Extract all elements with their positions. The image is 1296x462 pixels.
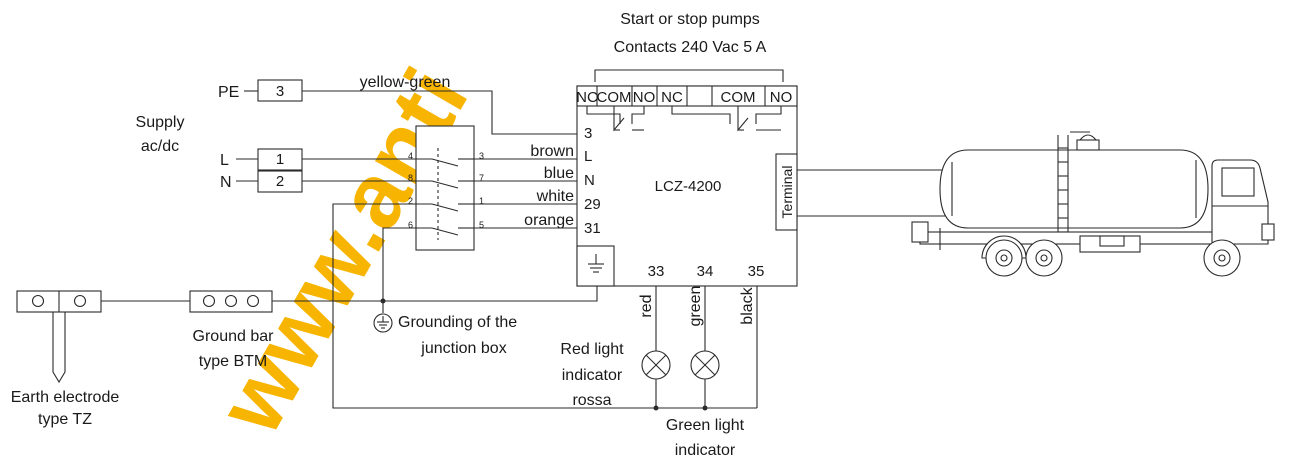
controller-terminal-33: 33 xyxy=(648,263,665,280)
controller-terminal-l: L xyxy=(584,148,592,165)
l-label: L xyxy=(220,152,229,169)
terminal-label: Terminal xyxy=(779,166,795,219)
relay-contact-1 xyxy=(586,106,645,132)
junction-box-ground-icon xyxy=(373,313,393,333)
wire-loop-outer xyxy=(332,203,757,409)
wire-label-white: white xyxy=(536,188,574,205)
wire-label-black: black xyxy=(739,286,756,324)
pumps-title-line2: Contacts 240 Vac 5 A xyxy=(614,39,767,56)
n-label: N xyxy=(220,174,232,191)
wire-label-green: green xyxy=(687,286,704,327)
wire-yellow-green xyxy=(302,90,577,135)
n-terminal-number: 2 xyxy=(276,173,284,190)
pe-terminal-number: 3 xyxy=(276,83,284,100)
watermark: www.anti xyxy=(198,52,487,451)
relay-label-com-2: COM xyxy=(721,89,756,106)
wire-loop-inner xyxy=(382,227,416,300)
relay-label-com-1: COM xyxy=(597,89,632,106)
relay-label-no-2: NO xyxy=(770,89,793,106)
controller-terminal-31: 31 xyxy=(584,220,601,237)
terminal-connector xyxy=(775,153,798,231)
switch-pin-7: 7 xyxy=(479,173,484,183)
controller-terminal-29: 29 xyxy=(584,196,601,213)
ground-bar xyxy=(189,290,273,313)
pumps-bracket xyxy=(594,69,784,82)
wire-ground-bar xyxy=(272,286,598,302)
controller-terminal-34: 34 xyxy=(697,263,714,280)
pe-label: PE xyxy=(218,84,239,101)
red-light-lamp-icon xyxy=(641,350,671,380)
ground-terminal-box xyxy=(576,245,615,287)
ground-bar-line1: Ground bar xyxy=(193,328,275,345)
switch-pin-6: 6 xyxy=(408,220,413,230)
controller-ground-icon xyxy=(588,254,604,273)
relay-label-no-1: NO xyxy=(633,89,656,106)
switch-pin-3: 3 xyxy=(479,151,484,161)
earth-electrode-rod xyxy=(52,312,66,384)
green-light-line2: indicator xyxy=(675,442,736,459)
wire-label-orange: orange xyxy=(524,212,574,229)
controller-terminal-35: 35 xyxy=(748,263,765,280)
switch-contacts xyxy=(416,148,474,240)
switch-pin-2: 2 xyxy=(408,196,413,206)
junction-dot-green xyxy=(702,405,708,411)
grounding-line1: Grounding of the xyxy=(398,314,517,331)
supply-title-line2: ac/dc xyxy=(141,138,179,155)
controller-terminal-3: 3 xyxy=(584,125,592,142)
relay-label-nc-1: NC xyxy=(576,89,598,106)
red-light-line3: rossa xyxy=(572,392,611,409)
wire-label-blue: blue xyxy=(544,165,574,182)
wire-label-yellow-green: yellow-green xyxy=(360,74,451,91)
switch-pin-8: 8 xyxy=(408,173,413,183)
ground-bar-line2: type BTM xyxy=(199,353,267,370)
controller-name: LCZ-4200 xyxy=(655,178,722,195)
relay-label-nc-2: NC xyxy=(661,89,683,106)
red-light-line2: indicator xyxy=(562,367,623,384)
wire-label-red: red xyxy=(638,294,655,317)
grounding-line2: junction box xyxy=(420,340,506,357)
supply-title-line1: Supply xyxy=(136,114,185,131)
earth-electrode-line1: Earth electrode xyxy=(11,389,120,406)
tanker-truck-icon xyxy=(911,131,1275,277)
l-terminal-number: 1 xyxy=(276,151,284,168)
green-light-line1: Green light xyxy=(666,417,745,434)
junction-dot-red xyxy=(653,405,659,411)
switch-pin-4: 4 xyxy=(408,151,413,161)
switch-pin-5: 5 xyxy=(479,220,484,230)
red-light-line1: Red light xyxy=(560,341,624,358)
pumps-title-line1: Start or stop pumps xyxy=(620,11,760,28)
green-light-lamp-icon xyxy=(690,350,720,380)
relay-contact-2 xyxy=(671,106,782,132)
switch-pin-1: 1 xyxy=(479,196,484,206)
wire-label-brown: brown xyxy=(530,143,574,160)
switch-block xyxy=(415,125,475,251)
earth-electrode-line2: type TZ xyxy=(38,411,92,428)
controller-terminal-n: N xyxy=(584,172,595,189)
